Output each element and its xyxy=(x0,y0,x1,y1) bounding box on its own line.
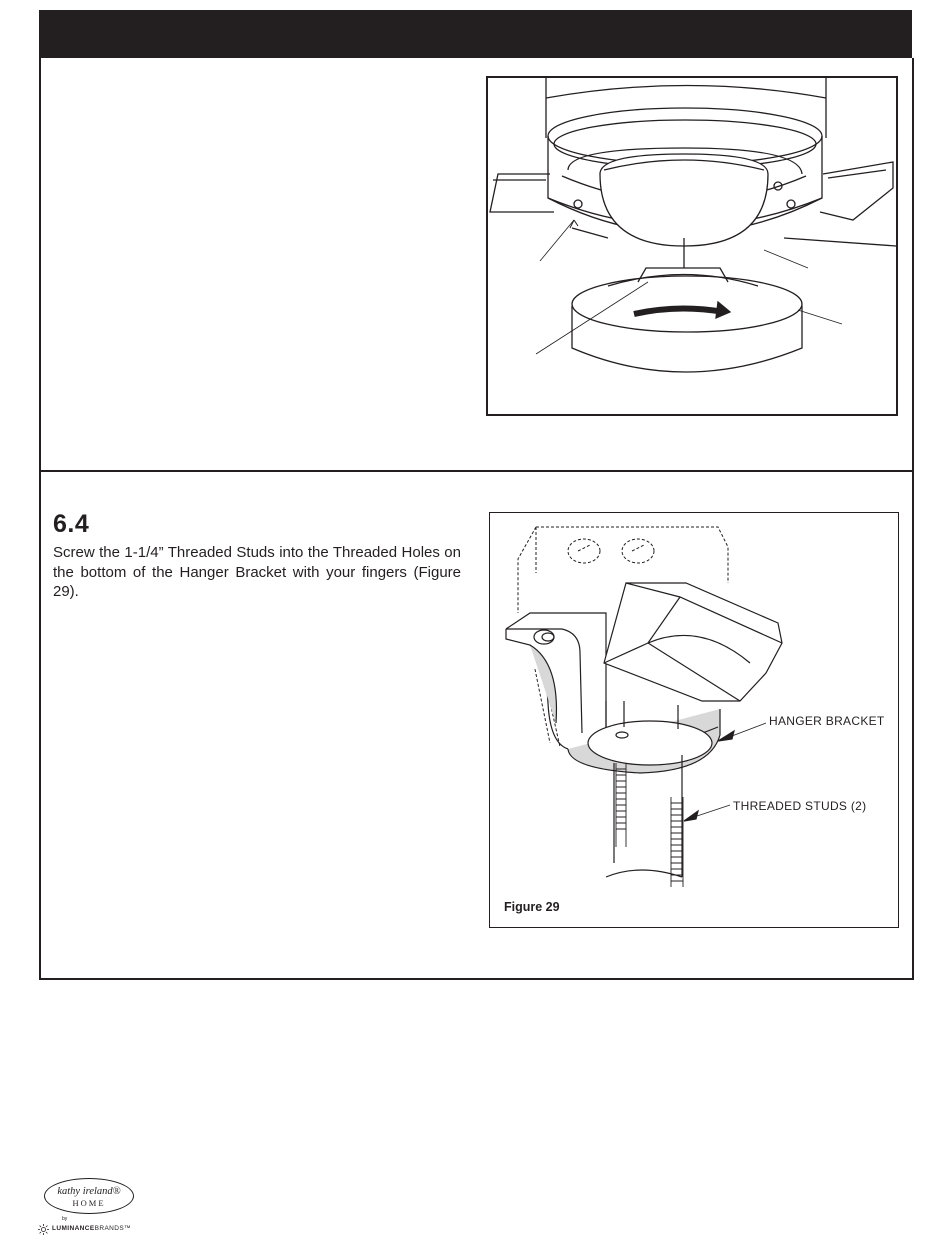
logo-brand: LUMINANCEBRANDS™ xyxy=(52,1225,131,1232)
logo-oval: kathy ireland® HOME xyxy=(44,1178,134,1214)
logo-by: by xyxy=(62,1216,67,1222)
sun-icon xyxy=(38,1224,49,1235)
figure-light-kit-illustration xyxy=(486,76,898,416)
section-step-6-4: 6.4 Screw the 1-1/4” Threaded Studs into… xyxy=(39,470,914,980)
callout-hanger-bracket: HANGER BRACKET xyxy=(769,714,885,728)
brand-light: BRANDS™ xyxy=(95,1225,131,1232)
logo-line2: HOME xyxy=(45,1198,133,1208)
figure-caption: Figure 29 xyxy=(504,900,560,914)
step-number: 6.4 xyxy=(53,510,89,539)
step-instruction: Screw the 1-1/4” Threaded Studs into the… xyxy=(53,543,461,602)
brand-logo: kathy ireland® HOME by LUMINANCEBRANDS™ xyxy=(38,1174,148,1240)
figure-29-frame: HANGER BRACKET THREADED STUDS (2) Figure… xyxy=(489,512,899,928)
header-bar xyxy=(39,10,912,58)
callout-threaded-studs: THREADED STUDS (2) xyxy=(733,799,866,813)
light-kit-drawing xyxy=(488,78,896,414)
brand-bold: LUMINANCE xyxy=(52,1225,95,1232)
section-previous-step xyxy=(39,58,914,472)
logo-line1: kathy ireland® xyxy=(45,1186,133,1197)
